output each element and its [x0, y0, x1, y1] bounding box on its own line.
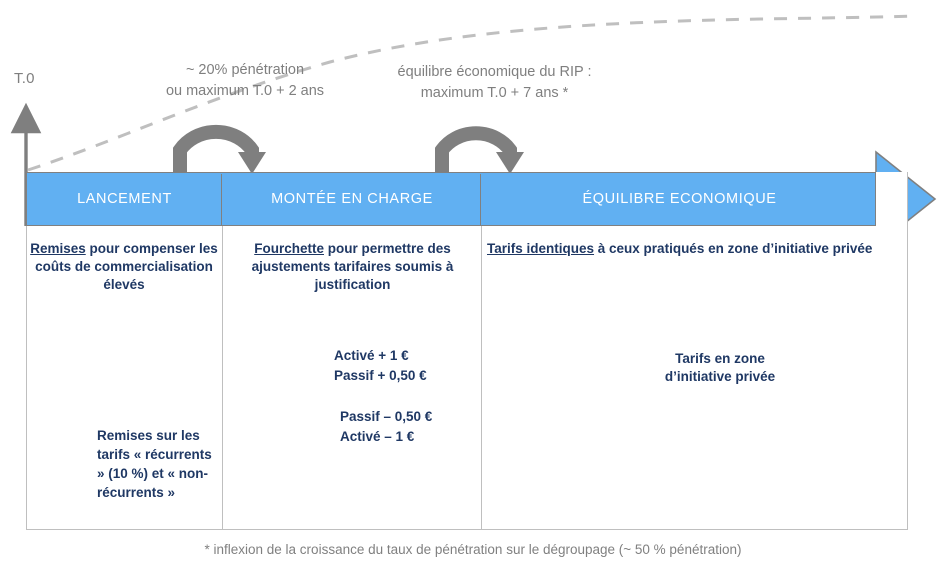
montee-price-passive-plus: Passif + 0,50 € [334, 367, 427, 383]
u-turn-arrow-icon [435, 126, 524, 176]
column-divider-2 [481, 172, 482, 530]
phase-label-lancement-text: LANCEMENT [77, 191, 172, 207]
equilibre-headline: Tarifs identiques à ceux pratiqués en zo… [487, 240, 882, 258]
montee-headline: Fourchette pour permettre des ajustement… [225, 240, 480, 295]
u-turn-arrow-icon [173, 124, 266, 176]
lancement-headline: Remises pour compenser les coûts de comm… [28, 240, 220, 295]
equilibre-reference-line2: d’initiative privée [664, 369, 776, 385]
callout-penetration: ~ 20% pénétration ou maximum T.0 + 2 ans [115, 60, 375, 102]
phase-label-montee-text: MONTÉE EN CHARGE [271, 191, 433, 207]
equilibre-headline-keyword: Tarifs identiques [487, 241, 595, 256]
column-divider-1 [222, 172, 223, 530]
phase-label-equilibre: ÉQUILIBRE ECONOMIQUE [482, 173, 877, 225]
callout-penetration-line2: ou maximum T.0 + 2 ans [165, 83, 325, 100]
phase-banner-body: LANCEMENT MONTÉE EN CHARGE ÉQUILIBRE ECO… [26, 172, 876, 226]
equilibre-headline-rest: à ceux pratiqués en zone d’initiative pr… [594, 241, 873, 256]
equilibre-reference-label: Tarifs en zone d’initiative privée [560, 350, 880, 386]
footnote: * inflexion de la croissance du taux de … [204, 542, 742, 557]
montee-price-lower-range: Passif – 0,50 € Activé – 1 € [340, 407, 530, 446]
axis-origin-label: T.0 [14, 70, 35, 87]
banner-split-1 [221, 174, 222, 226]
montee-price-passive-minus: Passif – 0,50 € [340, 409, 433, 424]
phase-label-equilibre-text: ÉQUILIBRE ECONOMIQUE [582, 191, 777, 207]
phase-label-lancement: LANCEMENT [27, 173, 222, 225]
banner-split-2 [480, 174, 481, 226]
phase-banner: LANCEMENT MONTÉE EN CHARGE ÉQUILIBRE ECO… [26, 172, 908, 226]
montee-price-upper-range: Activé + 1 € Passif + 0,50 € [334, 346, 524, 385]
equilibre-reference-line1: Tarifs en zone [675, 351, 765, 366]
callout-equilibre: équilibre économique du RIP : maximum T.… [352, 62, 637, 104]
lancement-headline-rest: pour compenser les coûts de commercialis… [35, 241, 218, 293]
lancement-bottom-note: Remises sur les tarifs « récurrents » (1… [97, 428, 212, 500]
callout-equilibre-line1: équilibre économique du RIP : [397, 64, 592, 80]
montee-headline-keyword: Fourchette [254, 241, 324, 256]
lancement-headline-keyword: Remises [30, 241, 86, 256]
phase-table-frame [26, 172, 908, 530]
montee-price-active-plus: Activé + 1 € [334, 348, 409, 363]
montee-price-active-minus: Activé – 1 € [340, 428, 415, 444]
montee-headline-rest: pour permettre des ajustements tarifaire… [251, 241, 454, 293]
phase-label-montee: MONTÉE EN CHARGE [223, 173, 481, 225]
callout-penetration-line1: ~ 20% pénétration [185, 62, 305, 78]
callout-equilibre-line2: maximum T.0 + 7 ans * [420, 85, 569, 102]
